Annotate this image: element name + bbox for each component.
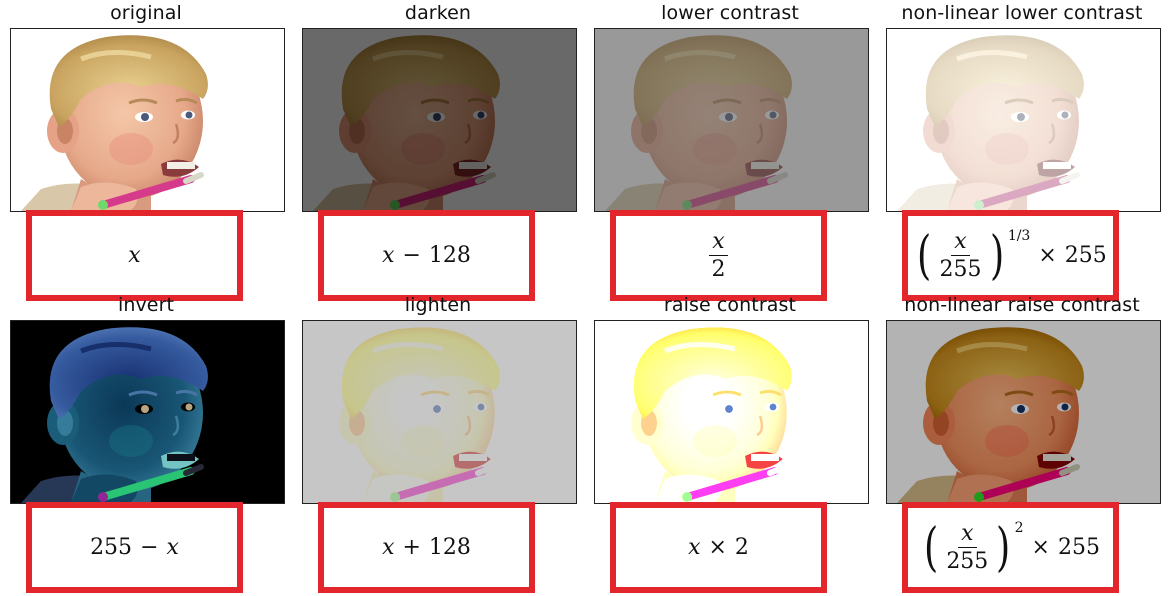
panel-raise-contrast: raise contrast x×2 bbox=[584, 292, 876, 593]
boy-illustration bbox=[595, 321, 868, 503]
panel-title: non-linear lower contrast bbox=[901, 2, 1143, 24]
boy-illustration bbox=[303, 321, 576, 503]
boy-image-darken bbox=[302, 28, 577, 212]
boy-illustration bbox=[887, 29, 1160, 211]
formula-box: 255−x bbox=[26, 502, 243, 593]
formula-box: x+128 bbox=[318, 502, 535, 593]
boy-illustration bbox=[11, 321, 284, 503]
formula-box: x bbox=[26, 210, 243, 301]
boy-illustration bbox=[303, 29, 576, 211]
panel-title: non-linear raise contrast bbox=[904, 294, 1140, 316]
formula: x×2 bbox=[688, 535, 749, 560]
panel-title: invert bbox=[117, 294, 175, 316]
panel-title: lower contrast bbox=[661, 2, 799, 24]
formula-box: x−128 bbox=[318, 210, 535, 301]
panel-title: raise contrast bbox=[663, 294, 797, 316]
formula: x bbox=[128, 243, 141, 268]
boy-illustration bbox=[11, 29, 284, 211]
panel-original: original x bbox=[0, 0, 292, 301]
formula: x−128 bbox=[382, 243, 471, 268]
formula-box: x×2 bbox=[610, 502, 827, 593]
panel-darken: darken x−128 bbox=[292, 0, 584, 301]
boy-image-invert bbox=[10, 320, 285, 504]
panel-title: original bbox=[110, 2, 182, 24]
boy-image-lower-contrast bbox=[594, 28, 869, 212]
boy-image-non-linear-lower-contrast bbox=[886, 28, 1161, 212]
panel-title: darken bbox=[404, 2, 472, 24]
panel-invert: invert 255−x bbox=[0, 292, 292, 593]
panel-title: lighten bbox=[404, 294, 472, 316]
panel-lighten: lighten x+128 bbox=[292, 292, 584, 593]
boy-image-lighten bbox=[302, 320, 577, 504]
formula: x+128 bbox=[382, 535, 471, 560]
boy-image-original bbox=[10, 28, 285, 212]
boy-illustration bbox=[595, 29, 868, 211]
formula: 255−x bbox=[90, 535, 179, 560]
boy-illustration bbox=[887, 321, 1160, 503]
boy-image-non-linear-raise-contrast bbox=[886, 320, 1161, 504]
boy-image-raise-contrast bbox=[594, 320, 869, 504]
